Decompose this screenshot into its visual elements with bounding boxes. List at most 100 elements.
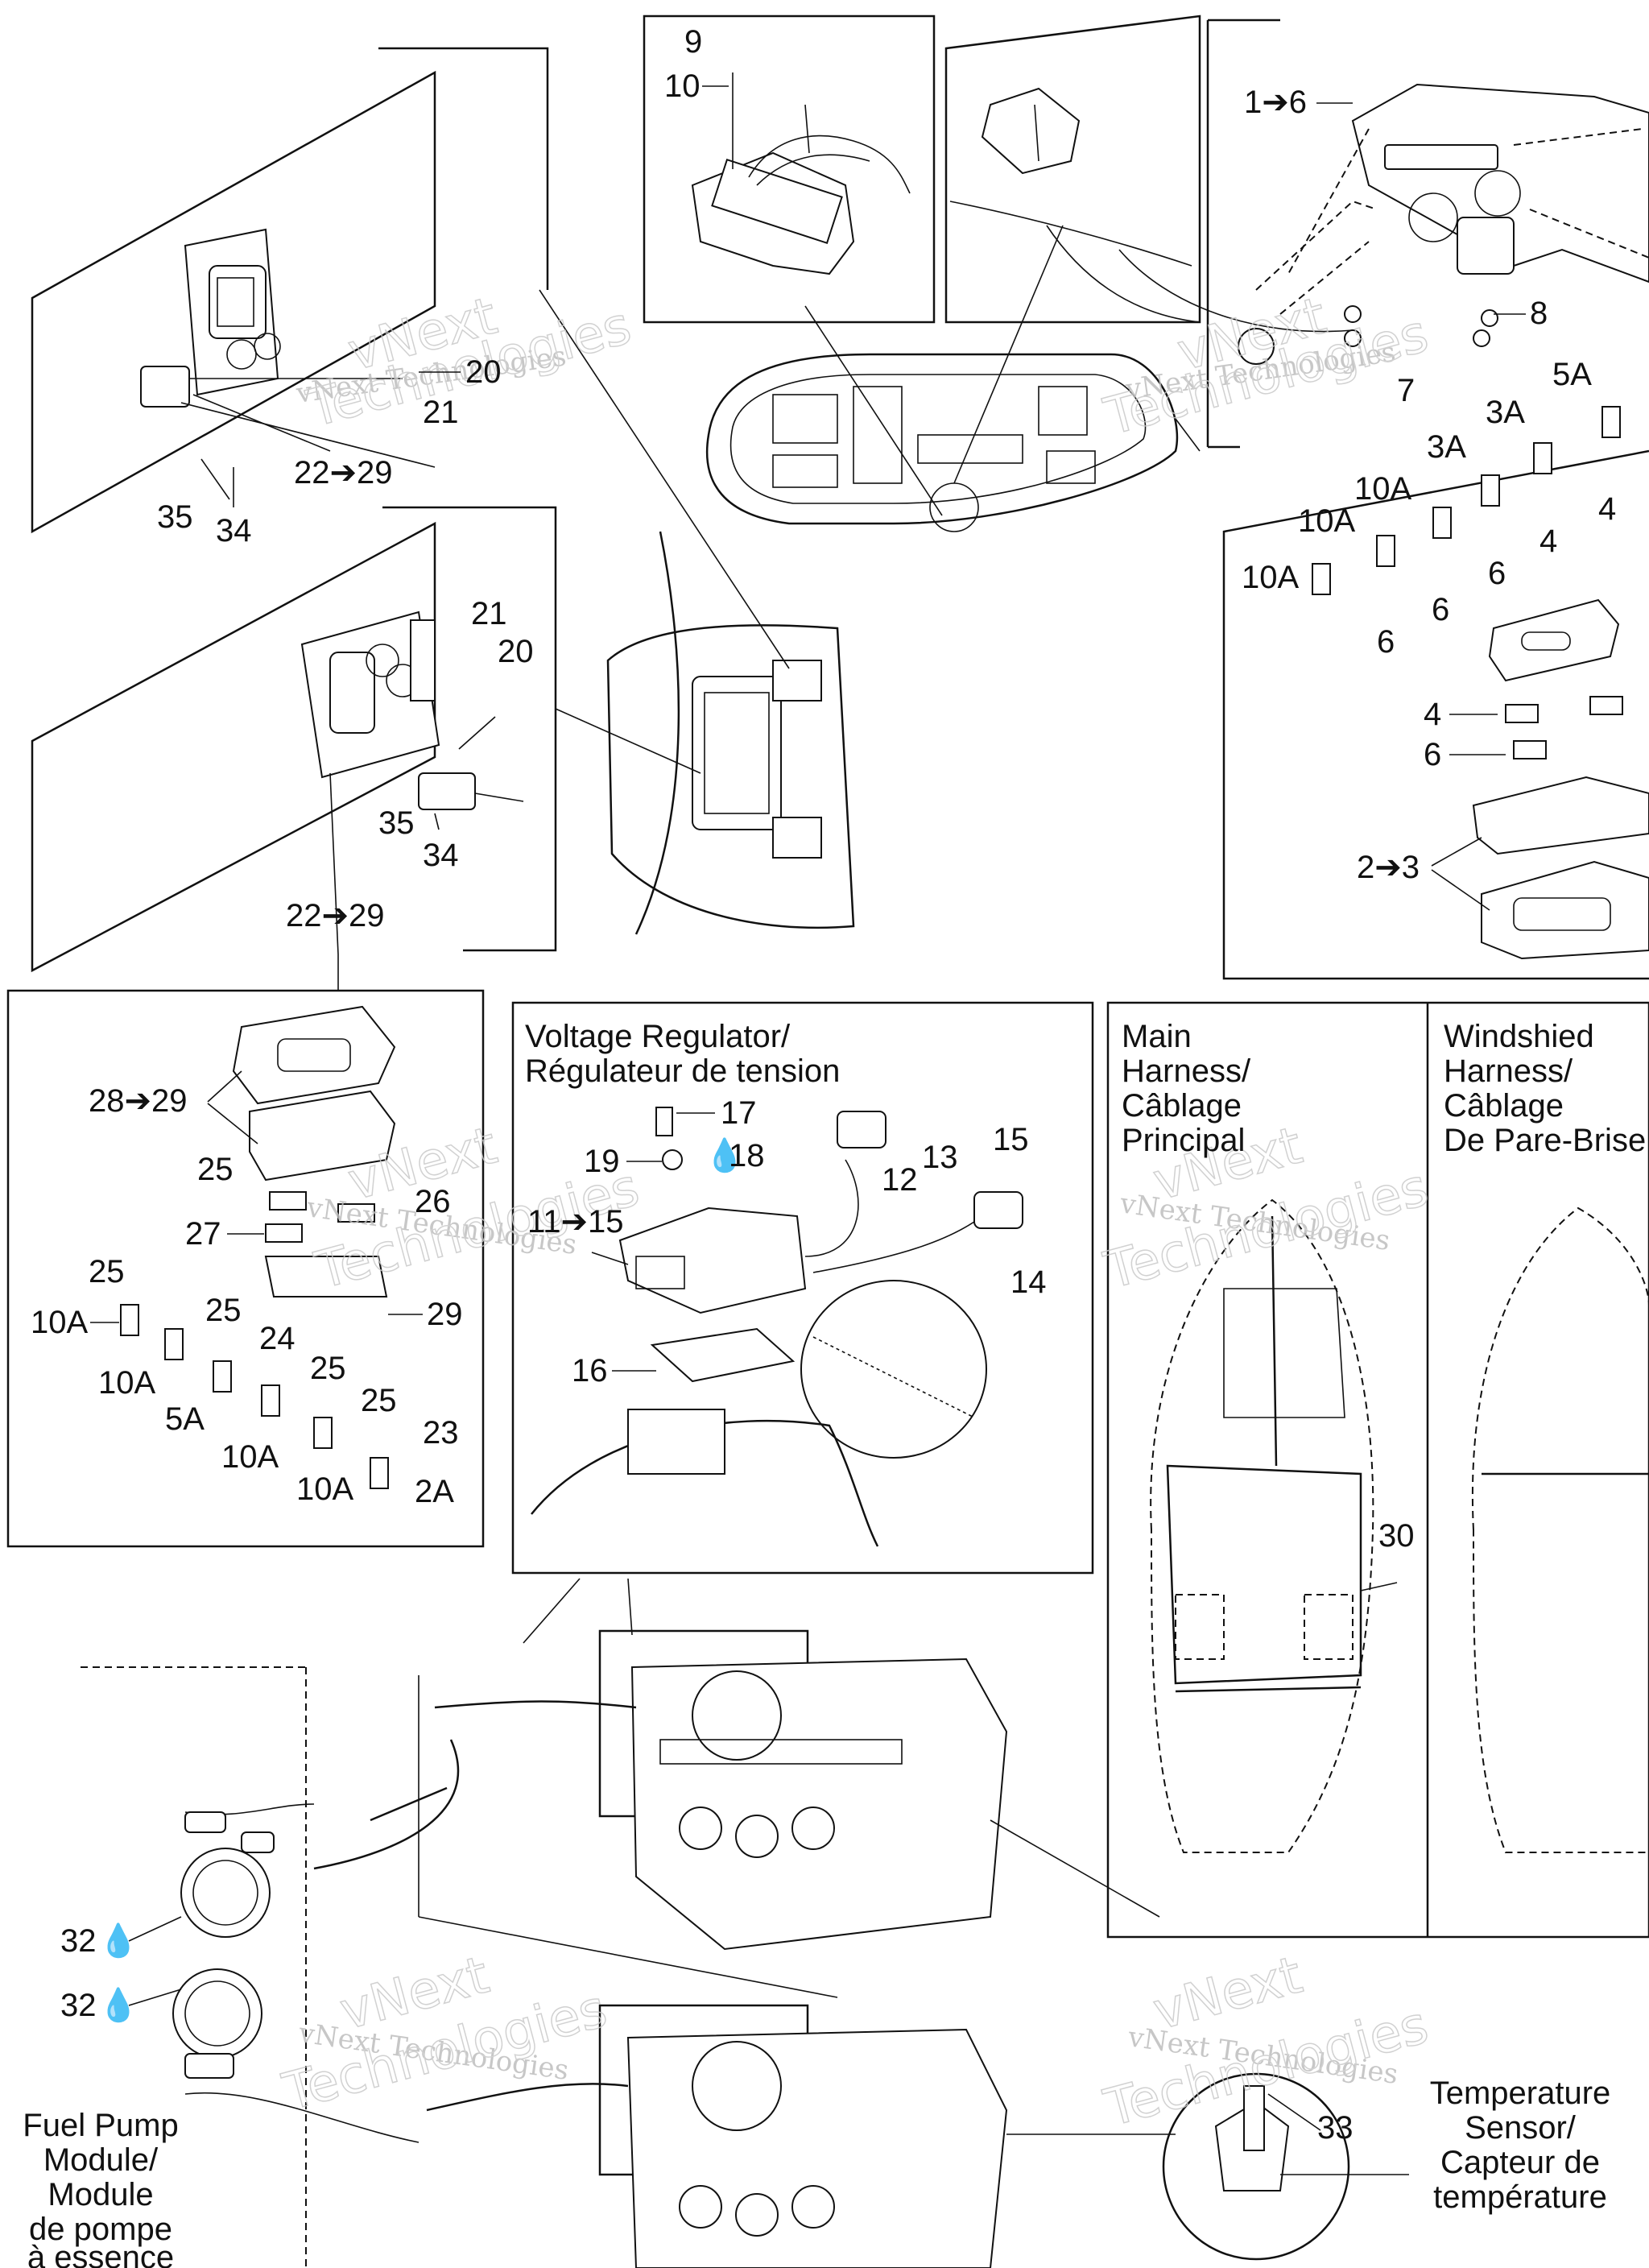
callout-5a: 5A — [165, 1401, 205, 1437]
callouts-left-fuses: 28➔29 25 26 27 25 10A 25 24 10A 25 5A 25… — [31, 1070, 463, 1509]
callout-33: 33 — [1317, 2110, 1354, 2146]
callout-2a: 2A — [415, 1474, 454, 1509]
main-harness-title: Main — [1122, 1019, 1192, 1054]
fuel-pump-label-fr: à essence — [27, 2240, 174, 2268]
callout-30: 30 — [1378, 1518, 1415, 1554]
callout-32: 32 — [60, 1988, 97, 2023]
cockpit-closeup — [539, 289, 855, 935]
callout-10a: 10A — [221, 1439, 279, 1475]
callout-22-29: 22➔29 — [294, 455, 393, 490]
callout-4: 4 — [1539, 524, 1557, 559]
fuel-pump-label: Module/ — [43, 2142, 159, 2178]
callout-18: 18 — [729, 1138, 765, 1173]
engine-lower — [426, 2004, 1176, 2268]
callout-10a: 10A — [1298, 503, 1355, 539]
callout-19: 19 — [584, 1144, 620, 1179]
callout-35: 35 — [157, 499, 193, 535]
callout-6: 6 — [1424, 737, 1441, 772]
fuel-pump-label-fr: Module — [48, 2177, 153, 2212]
callout-6: 6 — [1377, 624, 1395, 660]
drop-icon: 💧 — [705, 1136, 745, 1173]
windshield-harness-title: Windshied — [1444, 1019, 1594, 1054]
temperature-sensor-detail — [1162, 2072, 1409, 2261]
callout-14: 14 — [1010, 1264, 1047, 1300]
callout-10a: 10A — [31, 1305, 88, 1340]
callout-25: 25 — [89, 1254, 125, 1289]
callout-23: 23 — [423, 1415, 459, 1451]
drop-icon: 💧 — [98, 1922, 138, 1959]
main-harness-title-fr: Câblage — [1122, 1088, 1242, 1124]
temperature-sensor-label-fr: température — [1433, 2179, 1607, 2215]
main-harness-title: Harness/ — [1122, 1053, 1251, 1089]
callout-24: 24 — [259, 1321, 295, 1356]
windshield-harness-title: Harness/ — [1444, 1053, 1573, 1089]
callout-21: 21 — [471, 596, 507, 631]
callout-25: 25 — [361, 1383, 397, 1418]
callout-10a: 10A — [98, 1365, 155, 1401]
voltage-regulator-title: Voltage Regulator/ — [525, 1019, 791, 1054]
callout-5a: 5A — [1552, 357, 1592, 392]
callout-11-15: 11➔15 — [527, 1204, 624, 1240]
callout-4: 4 — [1598, 491, 1616, 527]
windshield-harness-labels: Windshied Harness/ Câblage De Pare-Brise — [1444, 1019, 1646, 1158]
temperature-sensor-label: Sensor/ — [1465, 2110, 1577, 2146]
left-fuse-box — [6, 954, 485, 1548]
fuel-pump-module-2 — [172, 1968, 419, 2143]
callout-13: 13 — [922, 1140, 958, 1175]
callout-4: 4 — [1424, 697, 1441, 732]
callouts-upper-right: 1➔6 8 7 — [1244, 85, 1548, 408]
callout-9: 9 — [684, 24, 702, 60]
callout-3a: 3A — [1427, 429, 1466, 465]
top-left-dash-panel — [31, 47, 549, 534]
boat-top-view — [705, 225, 1201, 532]
callout-21: 21 — [423, 395, 459, 430]
callout-25: 25 — [205, 1293, 242, 1328]
callout-25: 25 — [197, 1152, 234, 1187]
temperature-sensor-label-fr: Capteur de — [1440, 2145, 1600, 2180]
connector-detail-box — [643, 14, 936, 324]
callout-15: 15 — [993, 1122, 1029, 1157]
callout-29: 29 — [427, 1297, 463, 1332]
detail-circle-top — [944, 14, 1201, 324]
voltage-regulator-box — [511, 1001, 1094, 1575]
main-harness-title-fr: Principal — [1122, 1123, 1245, 1158]
callout-6: 6 — [1488, 556, 1506, 591]
callout-20: 20 — [465, 354, 502, 390]
callout-35: 35 — [378, 805, 415, 841]
callout-10a: 10A — [296, 1471, 353, 1507]
callout-1-6: 1➔6 — [1244, 85, 1307, 120]
callout-22-29: 22➔29 — [286, 898, 385, 933]
fuel-pump-labels: 32 💧 32 💧 Fuel Pump Module/ Module de po… — [23, 1916, 182, 2268]
callout-25: 25 — [310, 1351, 346, 1386]
callouts-top-left: 20 21 22➔29 35 34 — [157, 354, 502, 548]
fuel-pump-label-fr: de pompe — [29, 2212, 172, 2247]
windshield-harness-title-fr: De Pare-Brise — [1444, 1123, 1646, 1158]
upper-right-detail-box — [1118, 19, 1649, 449]
callout-12: 12 — [882, 1162, 918, 1198]
voltage-regulator-labels: Voltage Regulator/ Régulateur de tension… — [525, 1019, 1047, 1389]
fuse-row-left — [120, 1304, 389, 1489]
callout-10a: 10A — [1242, 560, 1299, 595]
callout-27: 27 — [185, 1216, 221, 1252]
fuel-pump-module-1 — [180, 1803, 315, 1938]
callout-7: 7 — [1397, 373, 1415, 408]
temperature-sensor-labels: 33 Temperature Sensor/ Capteur de tempér… — [1317, 2076, 1610, 2215]
callout-34: 34 — [423, 838, 459, 873]
callouts-second-left: 21 20 35 34 22➔29 — [286, 596, 534, 933]
right-fuse-box — [1222, 406, 1649, 980]
callout-3a: 3A — [1486, 395, 1525, 430]
fuel-pump-label: Fuel Pump — [23, 2108, 178, 2143]
main-harness-labels: Main Harness/ Câblage Principal 30 — [1122, 1019, 1415, 1554]
callout-28-29: 28➔29 — [89, 1083, 188, 1119]
main-harness-box — [1106, 1001, 1649, 1939]
callouts-right-fuses: 5A 3A 3A 10A 10A 10A 4 4 6 6 6 4 6 2➔3 — [1242, 357, 1616, 911]
voltage-regulator-title-fr: Régulateur de tension — [525, 1053, 840, 1089]
callout-34: 34 — [216, 513, 252, 548]
callout-32: 32 — [60, 1923, 97, 1959]
windshield-harness-title-fr: Câblage — [1444, 1088, 1564, 1124]
temperature-sensor-label: Temperature — [1430, 2076, 1611, 2111]
callout-26: 26 — [415, 1184, 451, 1219]
callouts-connector: 9 10 — [664, 24, 729, 104]
callout-2-3: 2➔3 — [1357, 850, 1420, 885]
